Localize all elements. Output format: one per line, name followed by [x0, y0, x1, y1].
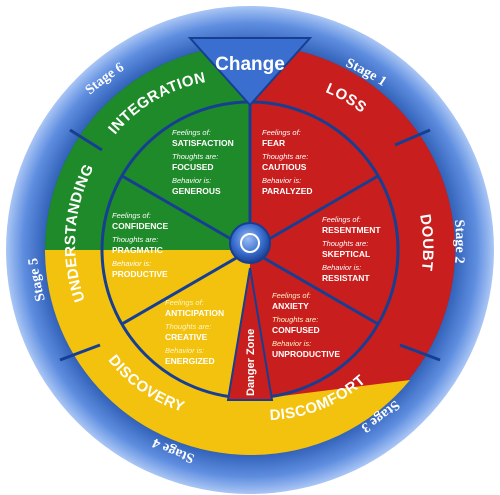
- understanding-behavior-caption: Behavior is:: [112, 259, 151, 268]
- stage-2-label: Stage 2: [451, 219, 467, 264]
- hub-swirl-icon: [240, 233, 260, 253]
- discovery-behavior-caption: Behavior is:: [165, 346, 204, 355]
- discomfort-band: [250, 380, 410, 456]
- discomfort-feelings-caption: Feelings of:: [272, 291, 311, 300]
- integration-segment: Feelings of: SATISFACTION Thoughts are: …: [172, 128, 234, 196]
- integration-thoughts-caption: Thoughts are:: [172, 152, 218, 161]
- integration-behavior-value: GENEROUS: [172, 186, 221, 196]
- discovery-band: [70, 330, 250, 455]
- loss-behavior-value: PARALYZED: [262, 186, 313, 196]
- loss-behavior-caption: Behavior is:: [262, 176, 301, 185]
- doubt-behavior-value: RESISTANT: [322, 273, 370, 283]
- integration-feelings-caption: Feelings of:: [172, 128, 211, 137]
- doubt-title: DOUBT: [416, 213, 436, 272]
- understanding-feelings-caption: Feelings of:: [112, 211, 151, 220]
- understanding-segment: Feelings of: CONFIDENCE Thoughts are: PR…: [112, 211, 169, 279]
- center-hub-icon: [229, 222, 271, 264]
- loss-thoughts-caption: Thoughts are:: [262, 152, 308, 161]
- doubt-segment: Feelings of: RESENTMENT Thoughts are: SK…: [322, 215, 381, 283]
- discomfort-behavior-caption: Behavior is:: [272, 339, 311, 348]
- doubt-thoughts-caption: Thoughts are:: [322, 239, 368, 248]
- discomfort-thoughts-caption: Thoughts are:: [272, 315, 318, 324]
- discomfort-feelings-value: ANXIETY: [272, 301, 309, 311]
- discovery-feelings-caption: Feelings of:: [165, 298, 204, 307]
- discovery-segment: Feelings of: ANTICIPATION Thoughts are: …: [165, 298, 224, 366]
- integration-thoughts-value: FOCUSED: [172, 162, 214, 172]
- understanding-thoughts-caption: Thoughts are:: [112, 235, 158, 244]
- loss-quadrant: [250, 45, 455, 250]
- doubt-behavior-caption: Behavior is:: [322, 263, 361, 272]
- discomfort-thoughts-value: CONFUSED: [272, 325, 320, 335]
- change-title: Change: [215, 54, 285, 75]
- loss-segment: Feelings of: FEAR Thoughts are: CAUTIOUS…: [262, 128, 313, 196]
- doubt-thoughts-value: SKEPTICAL: [322, 249, 370, 259]
- integration-feelings-value: SATISFACTION: [172, 138, 234, 148]
- discovery-thoughts-caption: Thoughts are:: [165, 322, 211, 331]
- discovery-feelings-value: ANTICIPATION: [165, 308, 224, 318]
- understanding-feelings-value: CONFIDENCE: [112, 221, 169, 231]
- discomfort-behavior-value: UNPRODUCTIVE: [272, 349, 340, 359]
- discovery-thoughts-value: CREATIVE: [165, 332, 208, 342]
- doubt-feelings-value: RESENTMENT: [322, 225, 381, 235]
- danger-zone-label: Danger Zone: [245, 329, 257, 396]
- understanding-behavior-value: PRODUCTIVE: [112, 269, 168, 279]
- loss-feelings-caption: Feelings of:: [262, 128, 301, 137]
- doubt-feelings-caption: Feelings of:: [322, 215, 361, 224]
- discovery-behavior-value: ENERGIZED: [165, 356, 215, 366]
- understanding-thoughts-value: PRAGMATIC: [112, 245, 163, 255]
- discomfort-segment: Feelings of: ANXIETY Thoughts are: CONFU…: [272, 291, 340, 359]
- integration-quadrant: [45, 45, 250, 250]
- change-wedge: [187, 37, 313, 107]
- loss-thoughts-value: CAUTIOUS: [262, 162, 307, 172]
- integration-behavior-caption: Behavior is:: [172, 176, 211, 185]
- loss-feelings-value: FEAR: [262, 138, 285, 148]
- danger-zone-wedge: [226, 267, 274, 401]
